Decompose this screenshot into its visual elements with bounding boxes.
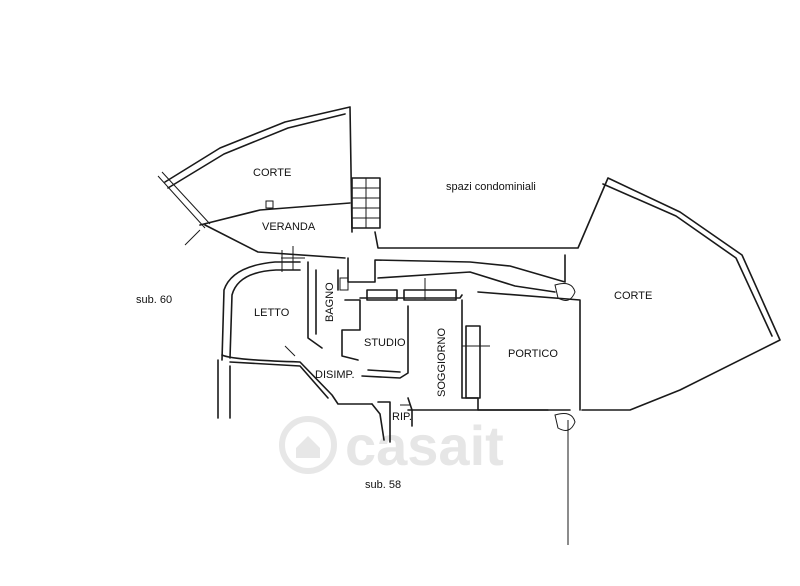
- label-corte-right: CORTE: [614, 290, 652, 302]
- corte-left-area: [157, 106, 353, 246]
- label-bagno: BAGNO: [324, 282, 336, 322]
- label-soggiorno: SOGGIORNO: [436, 327, 448, 397]
- label-studio: STUDIO: [364, 337, 406, 349]
- watermark-text: casait: [345, 414, 504, 477]
- room-labels: CORTE VERANDA spazi condominiali CORTE L…: [136, 167, 652, 491]
- label-sub-58: sub. 58: [365, 479, 401, 491]
- watermark: casait: [279, 414, 504, 477]
- label-veranda: VERANDA: [262, 221, 316, 233]
- stair: [351, 177, 381, 229]
- label-spazi-condominiali: spazi condominiali: [446, 181, 536, 193]
- corte-right-area: [374, 177, 781, 411]
- label-letto: LETTO: [254, 307, 290, 319]
- house-walls: [217, 250, 581, 545]
- veranda-area: [204, 224, 346, 270]
- label-disimp: DISIMP.: [315, 369, 355, 381]
- label-rip: RIP.: [392, 411, 412, 423]
- label-corte-left: CORTE: [253, 167, 291, 179]
- label-sub-60: sub. 60: [136, 294, 172, 306]
- label-portico: PORTICO: [508, 348, 558, 360]
